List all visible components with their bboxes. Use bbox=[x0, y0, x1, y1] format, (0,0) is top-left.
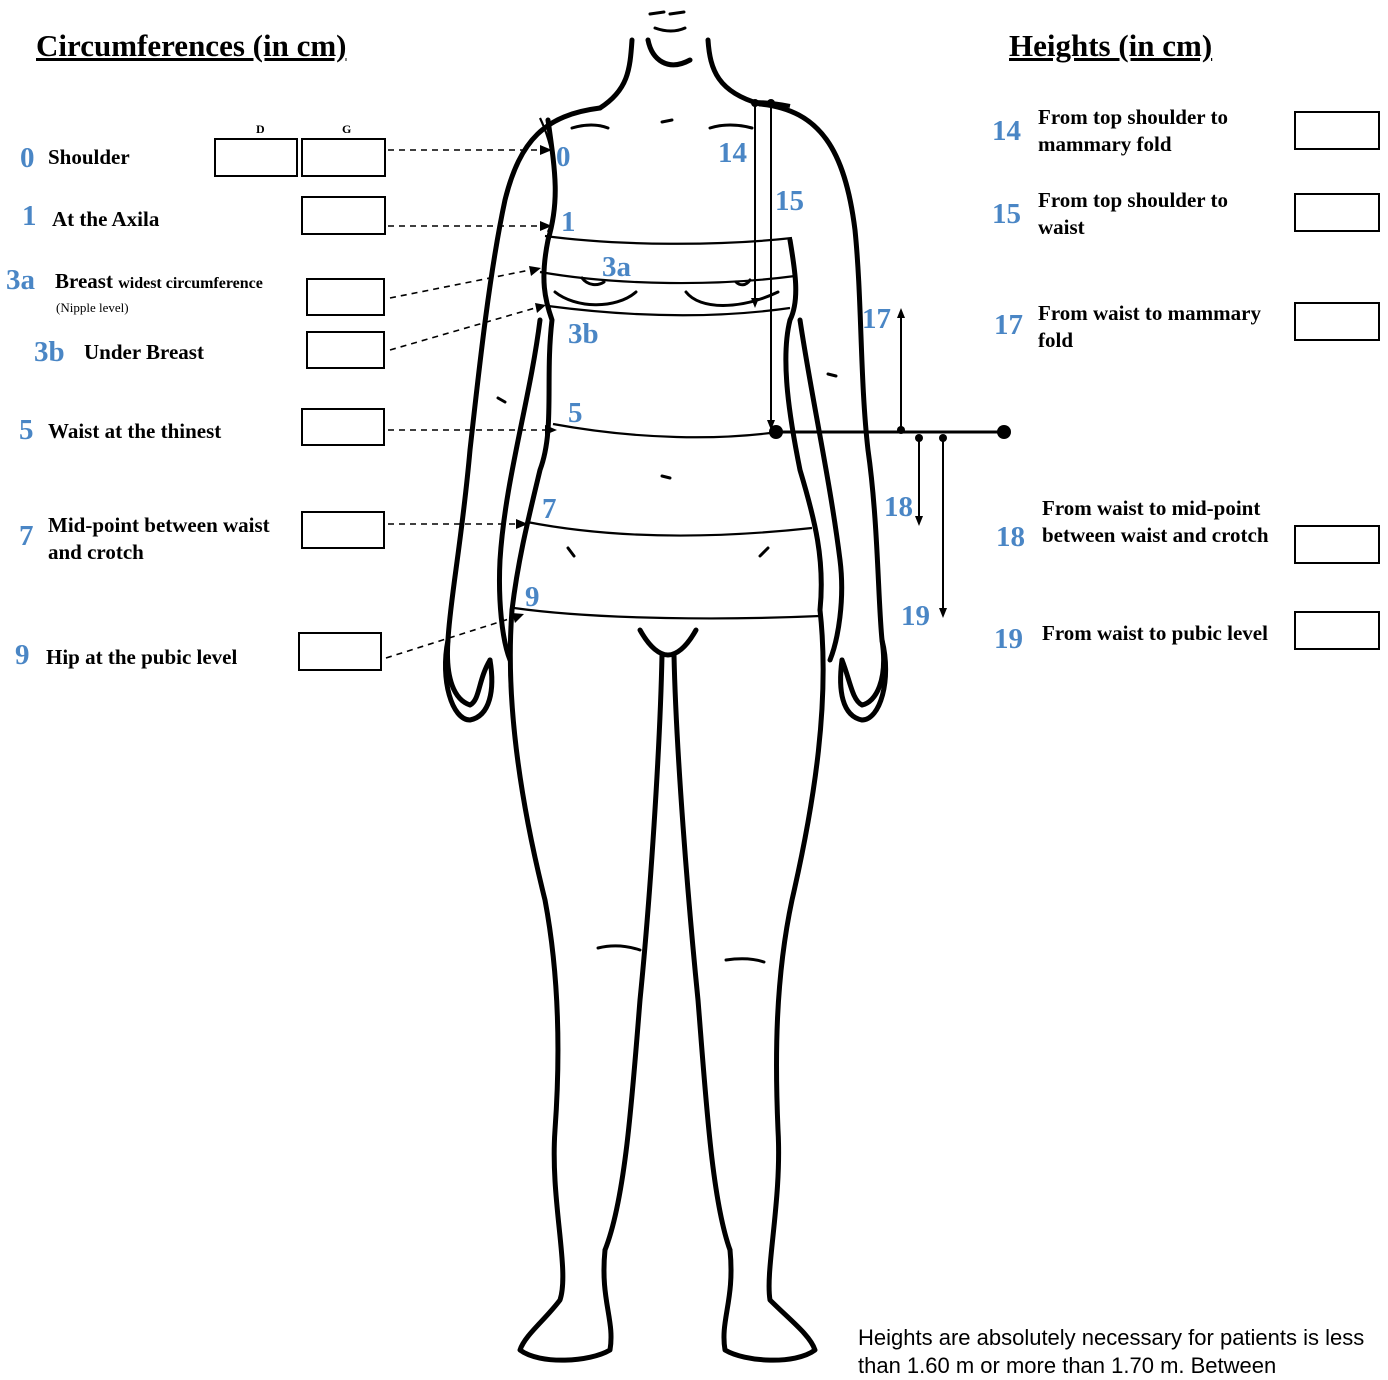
label-mid-point: Mid-point between waist and crotch bbox=[48, 512, 304, 566]
label-waist-mammary-fold: From waist to mammary fold bbox=[1038, 300, 1298, 354]
height-19-input[interactable] bbox=[1294, 611, 1380, 650]
item-number-18: 18 bbox=[996, 523, 1025, 552]
item-number-14: 14 bbox=[992, 117, 1021, 146]
neck-outline bbox=[600, 40, 760, 108]
marker-3b: 3b bbox=[568, 318, 599, 350]
inner-legs bbox=[605, 630, 730, 1250]
marker-1: 1 bbox=[561, 206, 576, 238]
label-hip: Hip at the pubic level bbox=[46, 644, 237, 671]
marker-7: 7 bbox=[542, 493, 557, 525]
label-top-shoulder-mammary-fold: From top shoulder to mammary fold bbox=[1038, 104, 1278, 158]
marker-19: 19 bbox=[901, 600, 930, 632]
axila-input[interactable] bbox=[301, 196, 386, 235]
band-breast bbox=[540, 272, 795, 283]
breast-label-extra: widest circumference bbox=[118, 275, 263, 292]
breast-label-main: Breast bbox=[55, 269, 113, 293]
height-17-input[interactable] bbox=[1294, 302, 1380, 341]
circumferences-heading: Circumferences (in cm) bbox=[36, 28, 346, 64]
marker-14: 14 bbox=[718, 137, 747, 169]
label-waist-mid-point: From waist to mid-point between waist an… bbox=[1042, 495, 1292, 549]
waist-input[interactable] bbox=[301, 408, 385, 446]
label-axila: At the Axila bbox=[52, 206, 159, 233]
height-18-input[interactable] bbox=[1294, 525, 1380, 564]
mid-point-input[interactable] bbox=[301, 511, 385, 549]
left-leg-outer bbox=[510, 610, 611, 1360]
footnote-text: Heights are absolutely necessary for pat… bbox=[858, 1324, 1368, 1380]
label-top-shoulder-waist: From top shoulder to waist bbox=[1038, 187, 1278, 241]
column-g-label: G bbox=[342, 122, 351, 137]
item-number-3a: 3a bbox=[6, 266, 35, 295]
item-number-7: 7 bbox=[19, 522, 34, 551]
item-number-5: 5 bbox=[19, 416, 34, 445]
shoulder-g-input[interactable] bbox=[301, 138, 386, 177]
marker-17: 17 bbox=[862, 303, 891, 335]
label-under-breast: Under Breast bbox=[84, 339, 204, 366]
marker-15: 15 bbox=[775, 185, 804, 217]
right-leg-outer bbox=[724, 610, 823, 1360]
column-d-label: D bbox=[256, 122, 265, 137]
band-mid bbox=[527, 522, 812, 536]
item-number-9: 9 bbox=[15, 641, 30, 670]
item-number-1: 1 bbox=[22, 202, 37, 231]
breast-sublabel: (Nipple level) bbox=[56, 300, 129, 316]
label-waist-pubic: From waist to pubic level bbox=[1042, 620, 1282, 647]
marker-3a: 3a bbox=[602, 251, 632, 283]
item-number-3b: 3b bbox=[34, 338, 65, 367]
item-number-15: 15 bbox=[992, 200, 1021, 229]
breast-input[interactable] bbox=[306, 278, 385, 316]
label-breast: Breast widest circumference bbox=[55, 268, 263, 297]
band-under-breast bbox=[548, 306, 790, 315]
under-breast-input[interactable] bbox=[306, 331, 385, 369]
label-shoulder: Shoulder bbox=[48, 144, 130, 171]
height-15-input[interactable] bbox=[1294, 193, 1380, 232]
item-number-17: 17 bbox=[994, 311, 1023, 340]
height-14-input[interactable] bbox=[1294, 111, 1380, 150]
shoulder-d-input[interactable] bbox=[214, 138, 298, 177]
label-waist: Waist at the thinest bbox=[48, 418, 221, 445]
marker-5: 5 bbox=[568, 397, 583, 429]
heights-heading: Heights (in cm) bbox=[1009, 28, 1212, 64]
marker-9: 9 bbox=[525, 581, 540, 613]
hip-input[interactable] bbox=[298, 632, 382, 671]
marker-18: 18 bbox=[884, 491, 913, 523]
item-number-19: 19 bbox=[994, 625, 1023, 654]
band-waist bbox=[553, 424, 778, 437]
item-number-0: 0 bbox=[20, 144, 35, 173]
band-hip bbox=[514, 608, 820, 618]
marker-0: 0 bbox=[556, 141, 571, 173]
